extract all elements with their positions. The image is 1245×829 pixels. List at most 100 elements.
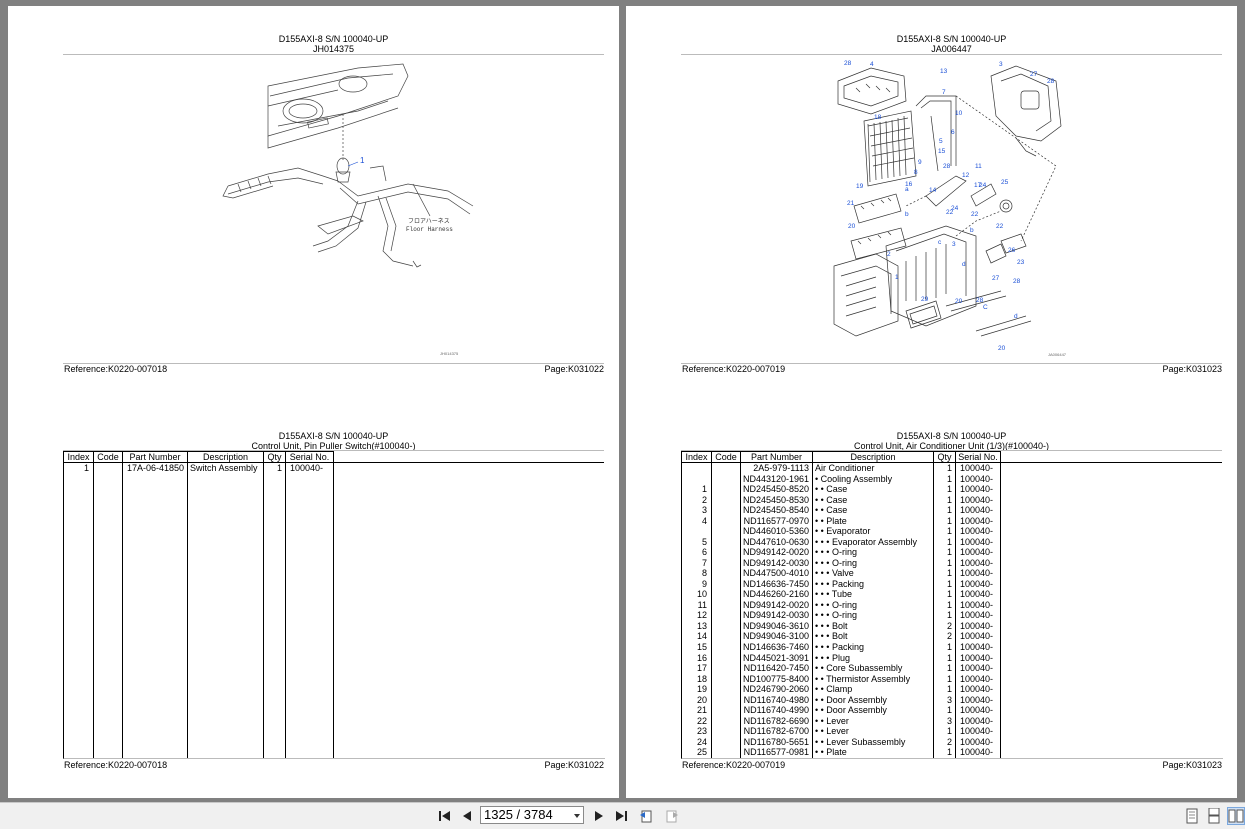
divider xyxy=(63,450,604,451)
page-code: Page:K031023 xyxy=(1162,364,1222,374)
cell-index: 15 xyxy=(681,641,712,653)
cell-description: • • Door Assembly xyxy=(812,694,934,706)
cell-spacer xyxy=(1000,568,1222,579)
cell-code xyxy=(711,652,741,664)
cell-index: 6 xyxy=(681,547,712,558)
page-number-select[interactable]: 1325 / 3784 xyxy=(480,806,584,824)
cell-qty: 1 xyxy=(933,652,956,664)
next-page-button[interactable] xyxy=(591,808,607,824)
previous-page-button[interactable] xyxy=(459,808,475,824)
cell-spacer xyxy=(1000,557,1222,569)
cell-serial: 100040- xyxy=(955,589,1001,600)
divider xyxy=(63,54,604,55)
header-qty: Qty xyxy=(263,450,286,464)
cell-description: • • • O-ring xyxy=(812,610,934,621)
cell-spacer xyxy=(1000,684,1222,695)
cell-code xyxy=(711,684,741,695)
callout-label: 28 xyxy=(844,60,852,67)
cell-code xyxy=(93,462,123,758)
cell-code xyxy=(711,663,741,674)
cell-code xyxy=(711,589,741,600)
cell-index xyxy=(681,462,712,474)
history-forward-button[interactable] xyxy=(663,808,679,824)
parts-table: Index Code Part Number Description Qty S… xyxy=(63,450,604,758)
cell-qty: 1 xyxy=(933,484,956,495)
cell-spacer xyxy=(1000,715,1222,727)
cell-code xyxy=(711,673,741,685)
cell-serial: 100040- xyxy=(955,684,1001,695)
cell-index: 1 xyxy=(681,484,712,495)
harness-label-en: Floor Harness xyxy=(406,226,453,233)
cell-description: • • Lever xyxy=(812,715,934,727)
parts-subtitle: Control Unit, Pin Puller Switch(#100040-… xyxy=(251,441,416,451)
last-page-button[interactable] xyxy=(613,808,629,824)
callout-label: 17 xyxy=(974,182,982,189)
two-page-view-button[interactable] xyxy=(1227,807,1245,825)
cell-serial: 100040- xyxy=(955,484,1001,495)
cell-description: • • Thermistor Assembly xyxy=(812,673,934,685)
cell-description: • • Core Subassembly xyxy=(812,663,934,674)
cell-code xyxy=(711,620,741,632)
first-page-button[interactable] xyxy=(437,808,453,824)
cell-index: 24 xyxy=(681,736,712,748)
cell-qty: 1 xyxy=(933,705,956,716)
cell-qty: 1 xyxy=(933,747,956,758)
cell-spacer xyxy=(1000,663,1222,674)
callout-label: 12 xyxy=(962,172,970,179)
callout-label: 4 xyxy=(870,61,874,68)
cell-part-number: ND949142-0030 xyxy=(740,610,813,621)
table-header-row: Index Code Part Number Description Qty S… xyxy=(63,450,604,464)
cell-part-number: ND949046-3610 xyxy=(740,620,813,632)
cell-index: 20 xyxy=(681,694,712,706)
cell-code xyxy=(711,526,741,537)
callout-label: 29 xyxy=(921,296,929,303)
callout-1: 1 xyxy=(360,156,365,165)
cell-index: 23 xyxy=(681,726,712,737)
page-number-value: 1325 / 3784 xyxy=(484,807,553,822)
callout-label: 28 xyxy=(1013,278,1021,285)
callout-label: 25 xyxy=(1001,179,1009,186)
reference-text: Reference:K0220-007019 xyxy=(682,760,786,770)
cell-index: 1 xyxy=(63,462,94,758)
cell-serial: 100040- xyxy=(955,631,1001,642)
callout-label: 23 xyxy=(1017,259,1025,266)
cell-qty: 1 xyxy=(933,462,956,474)
cell-code xyxy=(711,547,741,558)
cell-qty: 1 xyxy=(933,515,956,527)
cell-description: • • • Valve xyxy=(812,568,934,579)
harness-label-jp: フロアハーネス xyxy=(408,218,450,225)
cell-description: • • Lever Subassembly xyxy=(812,736,934,748)
cell-index: 22 xyxy=(681,715,712,727)
chevron-down-icon xyxy=(574,814,580,818)
cell-serial: 100040- xyxy=(955,599,1001,611)
single-page-view-button[interactable] xyxy=(1184,808,1200,824)
history-back-button[interactable] xyxy=(639,808,655,824)
cell-serial: 100040- xyxy=(955,736,1001,748)
callout-label: 1 xyxy=(895,274,899,281)
cell-description: • • Plate xyxy=(812,747,934,758)
header-code: Code xyxy=(93,450,123,464)
header-serial: Serial No. xyxy=(955,450,1001,464)
callout-label: 7 xyxy=(942,89,946,96)
continuous-view-button[interactable] xyxy=(1206,808,1222,824)
callout-label: 5 xyxy=(939,138,943,145)
cell-code xyxy=(711,715,741,727)
callout-label: 27 xyxy=(992,275,1000,282)
cell-code xyxy=(711,568,741,579)
parts-table: Index Code Part Number Description Qty S… xyxy=(681,450,1222,758)
left-page: D155AXI-8 S/N 100040-UP JH014375 xyxy=(8,6,619,798)
cell-index: 14 xyxy=(681,631,712,642)
cell-part-number: ND116740-4990 xyxy=(740,705,813,716)
go-forward-icon xyxy=(666,810,678,823)
single-page-icon xyxy=(1186,808,1198,824)
cell-description: • • • O-ring xyxy=(812,547,934,558)
